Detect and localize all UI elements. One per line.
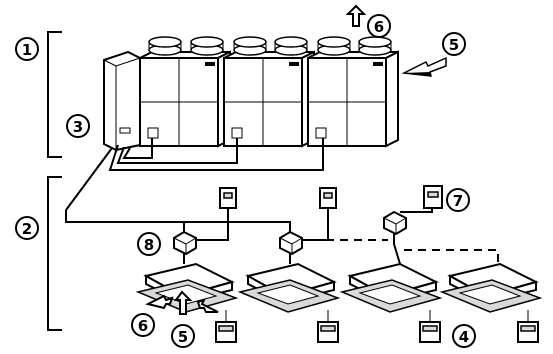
remote-controller-2	[319, 187, 337, 209]
callout-1: 1	[15, 37, 39, 61]
callout-1-label: 1	[22, 41, 32, 59]
lower-remote-3	[419, 310, 441, 343]
callout-5-top-label: 5	[449, 36, 459, 54]
lower-remote-1	[215, 310, 237, 343]
indoor-cassette-unit-2	[237, 262, 341, 313]
branch-box-1	[173, 230, 197, 256]
callout-6-bottom-label: 6	[138, 317, 148, 335]
callout-5-top: 5	[442, 32, 466, 56]
air-intake-arrow	[401, 56, 447, 77]
callout-5-bottom: 5	[171, 324, 195, 348]
callout-4-label: 4	[459, 328, 469, 346]
lower-remote-4	[517, 310, 539, 343]
callout-5-bottom-label: 5	[178, 328, 188, 346]
callout-6-top: 6	[367, 14, 391, 38]
outdoor-unit-3	[307, 36, 399, 148]
branch-box-3	[383, 210, 407, 236]
remote-controller-1	[219, 187, 237, 209]
callout-8-label: 8	[144, 236, 154, 254]
outdoor-unit-1	[139, 36, 231, 148]
outdoor-group-bracket	[47, 31, 62, 158]
callout-6-bottom: 6	[131, 313, 155, 337]
outdoor-wiring	[65, 138, 324, 211]
outdoor-unit-2	[223, 36, 315, 148]
indoor-cassette-unit-4	[439, 262, 543, 313]
callout-4: 4	[452, 324, 476, 348]
branch-controller-box	[103, 50, 141, 152]
lower-remote-2	[317, 310, 339, 343]
indoor-group-bracket	[47, 176, 62, 331]
remote-controller-3	[423, 185, 443, 209]
indoor-wiring	[65, 206, 499, 265]
callout-2: 2	[15, 216, 39, 240]
callout-2-label: 2	[22, 220, 32, 238]
indoor-cassette-unit-3	[339, 262, 443, 313]
callout-8: 8	[137, 232, 161, 256]
exhaust-up-arrow	[345, 4, 367, 27]
callout-6-top-label: 6	[374, 18, 384, 36]
outdoor-units-group	[103, 36, 399, 152]
branch-box-2	[279, 230, 303, 256]
callout-3-label: 3	[73, 118, 83, 136]
callout-7-label: 7	[453, 192, 463, 210]
callout-7: 7	[446, 188, 470, 212]
callout-3: 3	[66, 114, 90, 138]
indoor-airflow-arrows	[145, 290, 219, 315]
